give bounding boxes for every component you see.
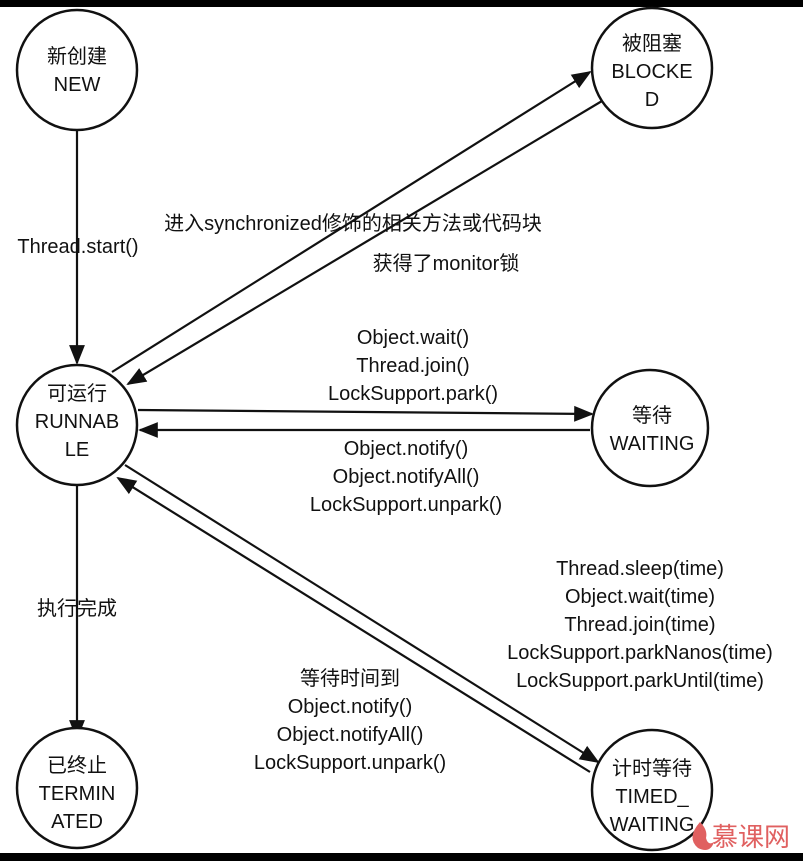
transition-label: Thread.sleep(time): [556, 558, 724, 580]
arrow-runnable-blocked: [111, 70, 592, 373]
transition-label: Object.notifyAll(): [277, 724, 424, 746]
transition-label: LockSupport.parkNanos(time): [507, 642, 773, 664]
state-label: TIMED_: [615, 786, 689, 808]
watermark: 慕课网: [692, 822, 790, 853]
state-new: [15, 8, 139, 132]
state-label: NEW: [54, 74, 101, 96]
transition-label: Object.notifyAll(): [333, 466, 480, 488]
transition-label: 执行完成: [37, 597, 117, 620]
transition-label: Thread.join(): [356, 355, 469, 377]
transition-label: Object.wait(time): [565, 586, 715, 608]
state-label: ATED: [51, 811, 103, 833]
state-label: D: [645, 89, 659, 111]
state-label: 已终止: [47, 754, 107, 777]
arrow-runnable-waiting: [137, 405, 594, 422]
transition-label: LockSupport.unpark(): [310, 494, 502, 516]
transition-label: LockSupport.parkUntil(time): [516, 670, 764, 692]
state-label: 被阻塞: [622, 32, 682, 55]
state-label: 新创建: [47, 45, 107, 68]
state-label: 可运行: [47, 382, 107, 405]
state-label: 等待: [632, 404, 672, 427]
state-label: WAITING: [610, 433, 695, 455]
transition-label: 等待时间到: [300, 667, 400, 690]
state-terminated: [15, 726, 139, 850]
state-runnable: [15, 363, 139, 487]
transition-label: Thread.start(): [17, 236, 138, 258]
state-label: TERMIN: [39, 783, 116, 805]
transition-label: Object.notify(): [288, 696, 412, 718]
flame-icon: [692, 822, 714, 850]
transition-label: 进入synchronized修饰的相关方法或代码块: [164, 212, 542, 235]
transition-label: LockSupport.unpark(): [254, 752, 446, 774]
transition-label: 获得了monitor锁: [373, 252, 520, 275]
bottom-border: [0, 853, 803, 861]
arrow-timed-runnable: [116, 476, 591, 773]
state-label: RUNNAB: [35, 411, 119, 433]
top-border: [0, 0, 803, 7]
arrow-blocked-runnable: [126, 97, 608, 386]
transition-label: Object.notify(): [344, 438, 468, 460]
state-waiting: [590, 368, 710, 488]
arrow-runnable-timed: [124, 464, 600, 764]
watermark-text: 慕课网: [712, 823, 790, 853]
transition-label: Object.wait(): [357, 327, 469, 349]
state-label: WAITING: [610, 814, 695, 836]
transition-label: LockSupport.park(): [328, 383, 498, 405]
state-label: LE: [65, 439, 89, 461]
transition-label: Thread.join(time): [564, 614, 715, 636]
state-label: 计时等待: [612, 757, 692, 780]
state-label: BLOCKE: [611, 61, 692, 83]
state-timed-waiting: [590, 728, 714, 852]
state-blocked: [590, 6, 714, 130]
